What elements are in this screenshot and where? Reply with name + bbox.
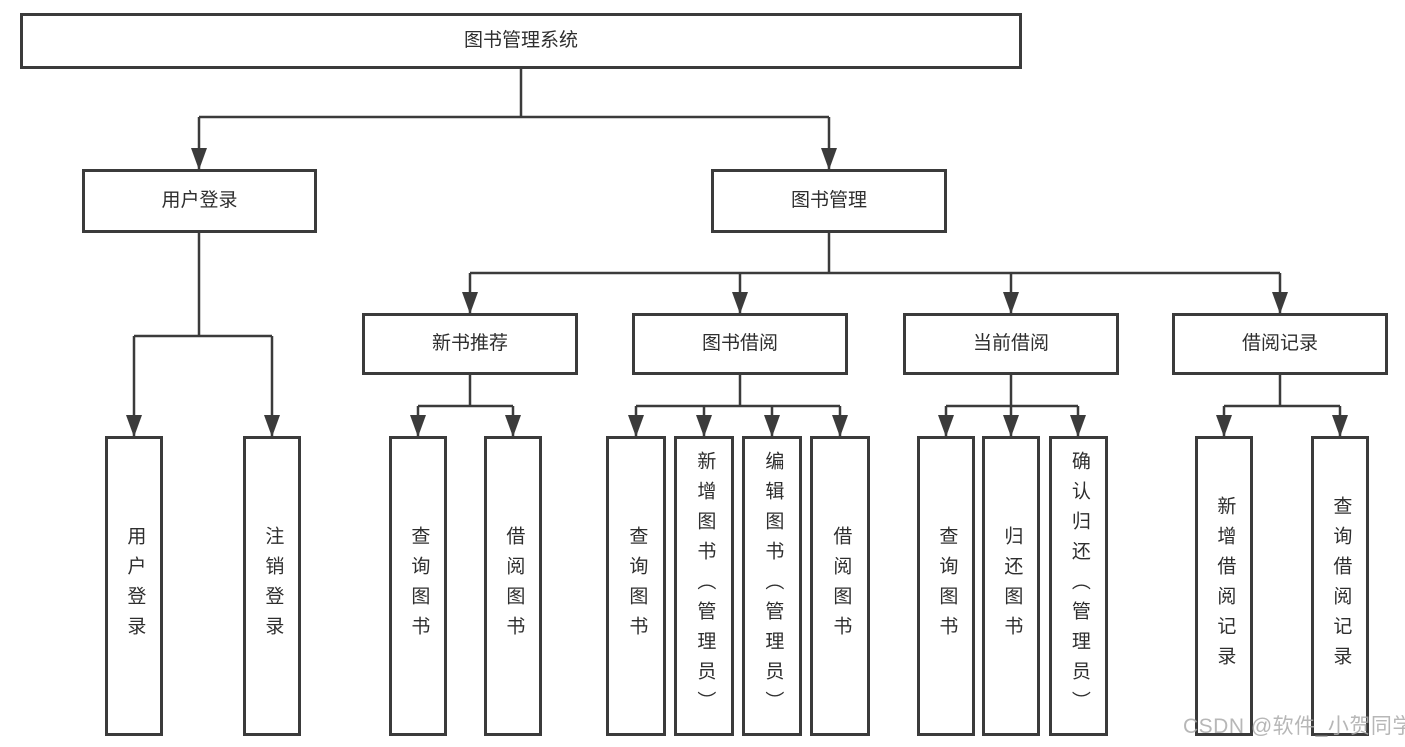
node-book-borrow: 图书借阅 — [632, 313, 848, 375]
leaf-bb-edit-books-admin: 编辑图书（管理员） — [742, 436, 802, 736]
node-library-management-system: 图书管理系统 — [20, 13, 1022, 69]
leaf-cb-return-books: 归还图书 — [982, 436, 1040, 736]
csdn-watermark: CSDN @软件_小贺同学 — [1183, 715, 1405, 738]
leaf-br-query-record: 查询借阅记录 — [1311, 436, 1369, 736]
leaf-cb-confirm-return-admin: 确认归还（管理员） — [1049, 436, 1108, 736]
node-book-management: 图书管理 — [711, 169, 947, 233]
leaf-bb-add-books-admin: 新增图书（管理员） — [674, 436, 734, 736]
node-new-book-recommend: 新书推荐 — [362, 313, 578, 375]
leaf-cb-query-books: 查询图书 — [917, 436, 975, 736]
leaf-bb-query-books: 查询图书 — [606, 436, 666, 736]
leaf-bb-borrow-books: 借阅图书 — [810, 436, 870, 736]
leaf-nbr-borrow-books: 借阅图书 — [484, 436, 542, 736]
leaf-user-login: 用户登录 — [105, 436, 163, 736]
node-user-login: 用户登录 — [82, 169, 317, 233]
leaf-logout: 注销登录 — [243, 436, 301, 736]
leaf-br-add-record: 新增借阅记录 — [1195, 436, 1253, 736]
node-current-borrow: 当前借阅 — [903, 313, 1119, 375]
leaf-nbr-query-books: 查询图书 — [389, 436, 447, 736]
node-borrow-records: 借阅记录 — [1172, 313, 1388, 375]
